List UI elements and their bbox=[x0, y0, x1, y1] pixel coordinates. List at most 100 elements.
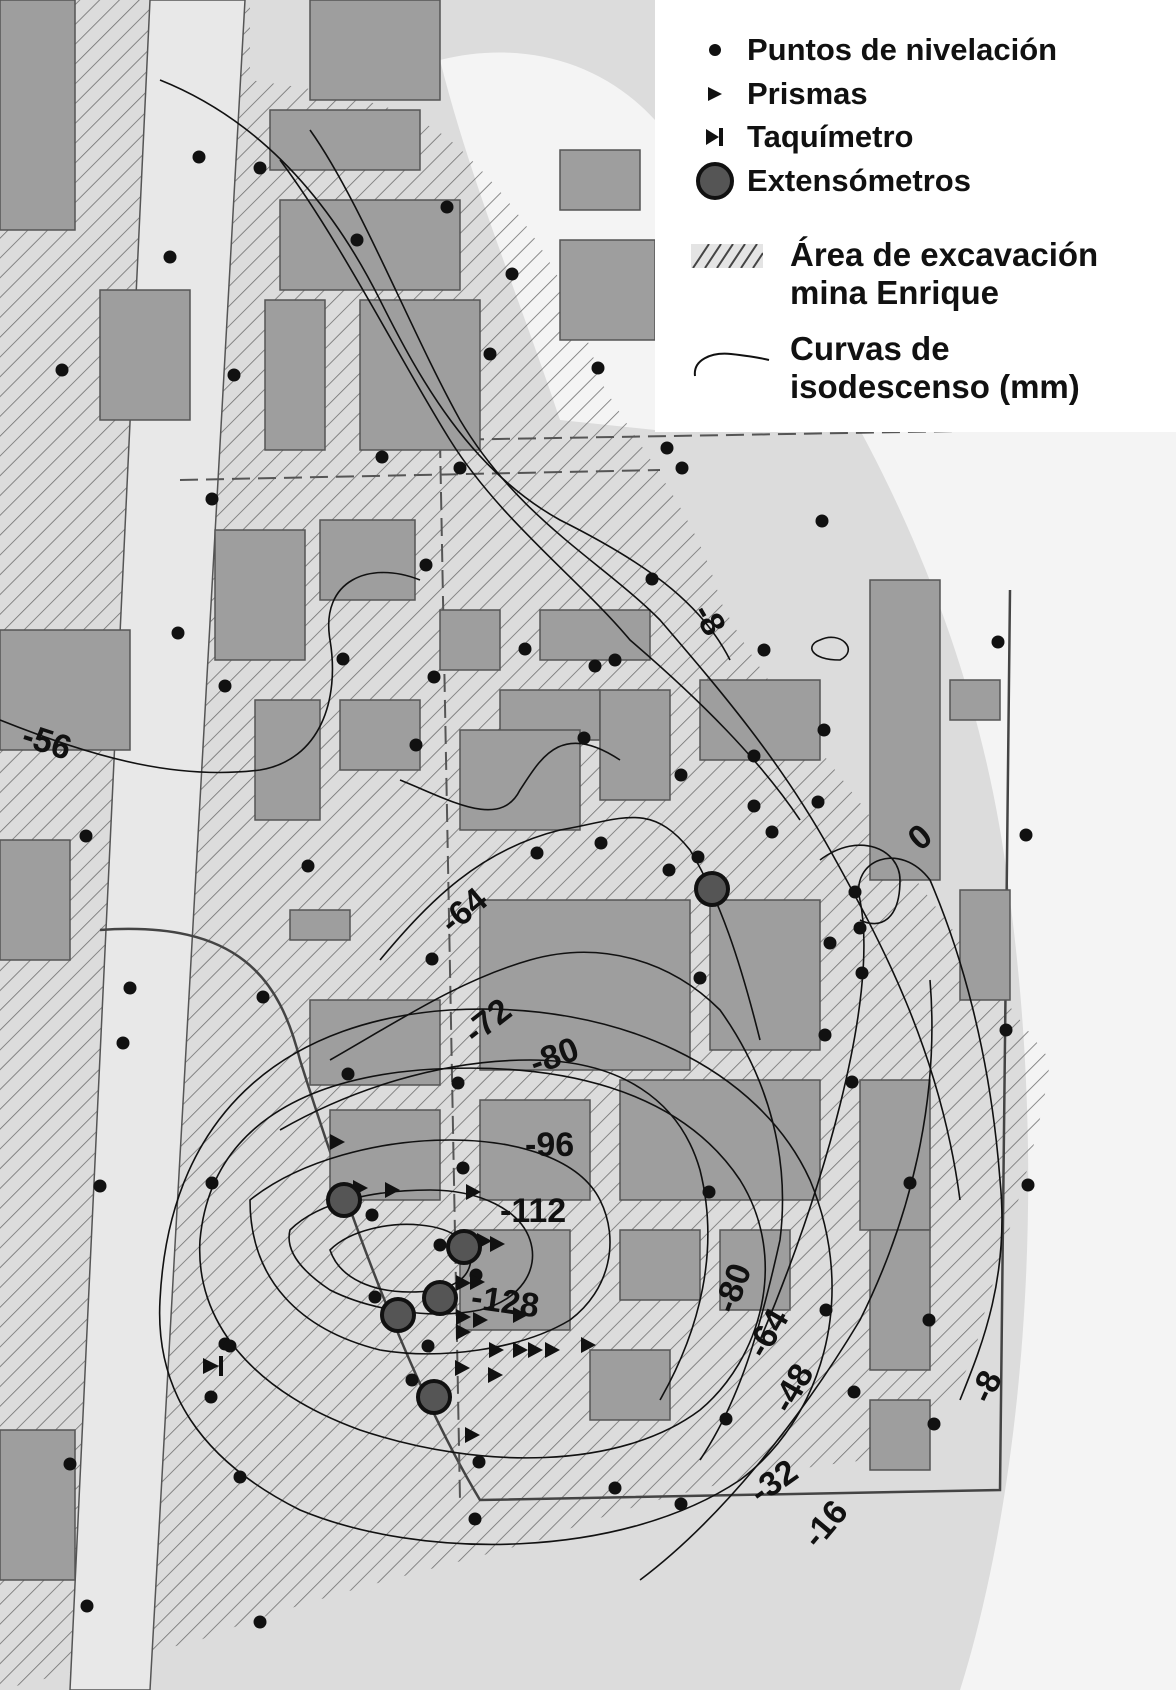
levelling-point bbox=[433, 1238, 447, 1252]
levelling-point bbox=[608, 1481, 622, 1495]
levelling-point bbox=[451, 1076, 465, 1090]
levelling-point bbox=[483, 347, 497, 361]
levelling-point bbox=[823, 936, 837, 950]
levelling-point bbox=[675, 461, 689, 475]
prism-marker bbox=[545, 1342, 560, 1358]
levelling-point bbox=[204, 1390, 218, 1404]
prism-marker bbox=[490, 1236, 505, 1252]
extensometer-marker bbox=[446, 1229, 482, 1265]
legend-label: Prismas bbox=[747, 76, 868, 111]
levelling-point bbox=[991, 635, 1005, 649]
legend-curve-line1: Curvas de bbox=[790, 330, 950, 367]
prism-marker bbox=[456, 1275, 471, 1291]
levelling-point bbox=[456, 1161, 470, 1175]
prism-marker bbox=[466, 1184, 481, 1200]
levelling-point bbox=[819, 1303, 833, 1317]
levelling-point bbox=[645, 572, 659, 586]
levelling-point bbox=[427, 670, 441, 684]
prisms bbox=[330, 1134, 596, 1443]
levelling-point bbox=[336, 652, 350, 666]
levelling-point bbox=[719, 1412, 733, 1426]
levelling-point bbox=[468, 1512, 482, 1526]
levelling-point bbox=[815, 514, 829, 528]
prism-marker bbox=[456, 1309, 471, 1325]
levelling-point bbox=[253, 161, 267, 175]
levelling-point bbox=[818, 1028, 832, 1042]
levelling-point bbox=[660, 441, 674, 455]
levelling-point bbox=[594, 836, 608, 850]
prism-marker bbox=[473, 1312, 488, 1328]
levelling-point bbox=[927, 1417, 941, 1431]
triangle-icon bbox=[708, 87, 722, 101]
legend-area-line1: Área de excavación bbox=[790, 236, 1099, 273]
prism-marker bbox=[330, 1134, 345, 1150]
prism-marker bbox=[489, 1342, 504, 1358]
legend-curve-label: Curvas de isodescenso (mm) bbox=[790, 330, 1080, 406]
levelling-point bbox=[608, 653, 622, 667]
total-station-icon bbox=[203, 1356, 223, 1376]
levelling-point bbox=[848, 885, 862, 899]
levelling-point bbox=[223, 1339, 237, 1353]
levelling-point bbox=[691, 850, 705, 864]
legend-item-extensometers: Extensómetros bbox=[693, 160, 971, 202]
large-circle-icon bbox=[696, 162, 734, 200]
levelling-point bbox=[409, 738, 423, 752]
dot-icon bbox=[709, 44, 721, 56]
levelling-point bbox=[518, 642, 532, 656]
isodescent-contours bbox=[0, 79, 1003, 1581]
levelling-point bbox=[757, 643, 771, 657]
levelling-point bbox=[341, 1067, 355, 1081]
levelling-point bbox=[903, 1176, 917, 1190]
levelling-point bbox=[205, 492, 219, 506]
levelling-point bbox=[1019, 828, 1033, 842]
levelling-point bbox=[93, 1179, 107, 1193]
levelling-point bbox=[674, 768, 688, 782]
levelling-point bbox=[192, 150, 206, 164]
levelling-point bbox=[253, 1615, 267, 1629]
river-area bbox=[860, 430, 1176, 1690]
extensometer-marker bbox=[326, 1182, 362, 1218]
main-road bbox=[69, 0, 246, 1690]
legend-item-levelling: Puntos de nivelación bbox=[693, 32, 1057, 68]
levelling-point bbox=[365, 1208, 379, 1222]
extensometer-marker bbox=[422, 1280, 458, 1316]
prism-marker bbox=[455, 1360, 470, 1376]
levelling-point bbox=[530, 846, 544, 860]
levelling-point bbox=[588, 659, 602, 673]
prism-marker bbox=[513, 1342, 528, 1358]
buildings bbox=[0, 0, 1011, 1581]
prism-marker bbox=[456, 1324, 471, 1340]
levelling-point bbox=[811, 795, 825, 809]
extensometer-marker bbox=[694, 871, 730, 907]
extensometer-marker bbox=[380, 1297, 416, 1333]
prism-marker bbox=[513, 1307, 528, 1323]
hatch-swatch-icon bbox=[691, 244, 763, 268]
levelling-point bbox=[577, 731, 591, 745]
levelling-point bbox=[368, 1290, 382, 1304]
levelling-point bbox=[922, 1313, 936, 1327]
levelling-point bbox=[472, 1455, 486, 1469]
levelling-point bbox=[123, 981, 137, 995]
legend-area-label: Área de excavación mina Enrique bbox=[790, 236, 1098, 312]
total-station-icon bbox=[706, 128, 723, 146]
levelling-point bbox=[63, 1457, 77, 1471]
levelling-point bbox=[817, 723, 831, 737]
legend-label: Extensómetros bbox=[747, 163, 971, 198]
prism-marker bbox=[465, 1427, 480, 1443]
prism-marker bbox=[528, 1342, 543, 1358]
prism-marker bbox=[581, 1337, 596, 1353]
levelling-point bbox=[765, 825, 779, 839]
levelling-point bbox=[116, 1036, 130, 1050]
levelling-point bbox=[847, 1385, 861, 1399]
levelling-point bbox=[171, 626, 185, 640]
levelling-point bbox=[218, 679, 232, 693]
legend: Puntos de nivelación Prismas Taquímetro … bbox=[655, 0, 1176, 432]
levelling-point bbox=[674, 1497, 688, 1511]
levelling-point bbox=[505, 267, 519, 281]
levelling-point bbox=[421, 1339, 435, 1353]
levelling-point bbox=[425, 952, 439, 966]
legend-item-prisms: Prismas bbox=[693, 76, 868, 112]
levelling-point bbox=[453, 461, 467, 475]
levelling-point bbox=[662, 863, 676, 877]
contour-label: -112 bbox=[500, 1192, 566, 1230]
